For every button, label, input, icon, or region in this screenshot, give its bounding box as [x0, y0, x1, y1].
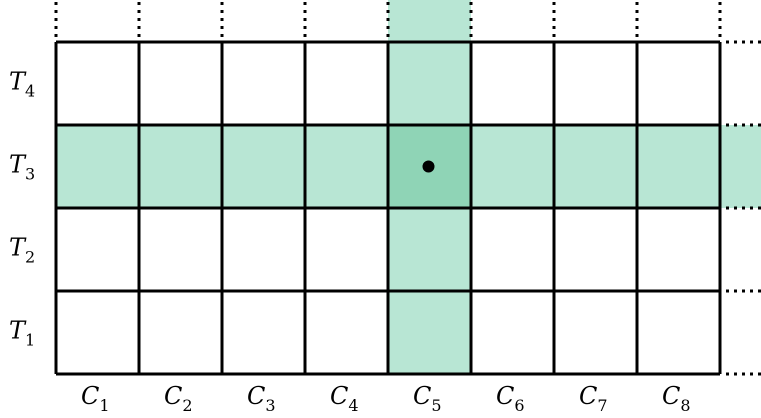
grid-lines	[54, 40, 722, 376]
row-label-t1: T1	[9, 317, 35, 350]
column-label-c7: C7	[579, 382, 608, 415]
column-label-c2: C2	[164, 382, 193, 415]
column-label-c5: C5	[413, 382, 442, 415]
column-label-c3: C3	[247, 382, 276, 415]
row-label-t3: T3	[9, 151, 35, 184]
column-label-c1: C1	[81, 382, 110, 415]
continuation-dots	[54, 2, 761, 376]
highlight-layer	[56, 0, 761, 374]
column-label-c6: C6	[496, 382, 525, 415]
intersection-marker	[422, 160, 435, 173]
intersection-marker-layer	[422, 160, 435, 173]
row-labels: T1 T2 T3 T4	[9, 68, 35, 350]
column-labels: C1 C2 C3 C4 C5 C6 C7 C8	[81, 382, 691, 415]
row-label-t2: T2	[9, 234, 35, 267]
column-label-c8: C8	[662, 382, 691, 415]
column-label-c4: C4	[330, 382, 359, 415]
row-label-t4: T4	[9, 68, 35, 101]
